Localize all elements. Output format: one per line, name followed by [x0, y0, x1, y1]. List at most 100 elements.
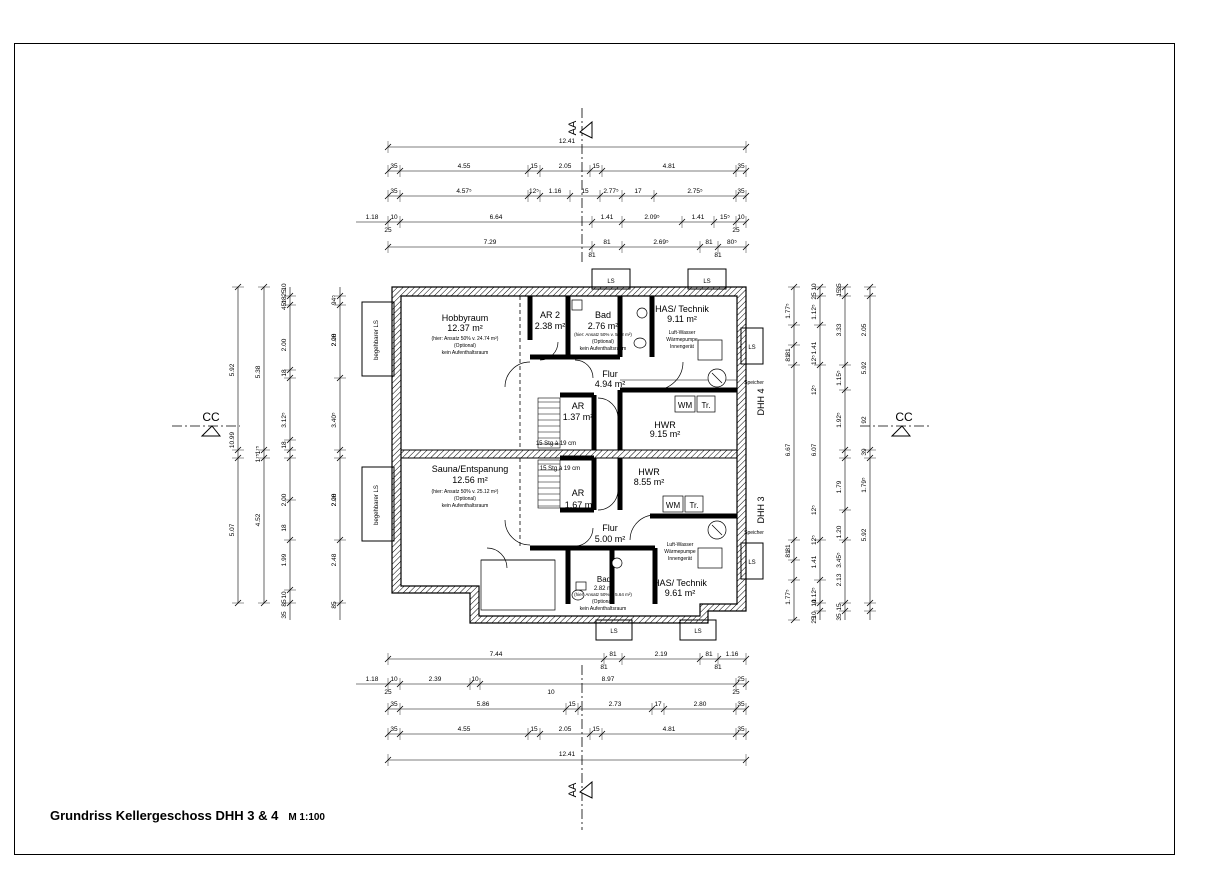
dimension-label: 4.55: [458, 163, 471, 170]
dimension-label: 2.80: [694, 701, 707, 708]
dimension-label: 25: [732, 689, 740, 696]
dimension-label: 1.16: [549, 188, 562, 195]
svg-text:AR: AR: [572, 488, 585, 498]
fixtures: [571, 299, 741, 601]
room-hwr-dhh3: HWR 8.55 m²: [634, 467, 665, 487]
ls-label: LS: [694, 629, 701, 635]
dimension-label: 2.75⁵: [687, 188, 703, 195]
dimension-label: 1.79⁵: [861, 477, 868, 493]
svg-text:CC: CC: [895, 410, 913, 424]
dimension-label: 6.07: [811, 443, 818, 456]
dryer-label: Tr.: [689, 501, 698, 510]
dimension-label: 5.38: [255, 365, 262, 378]
storage-label: Speicher: [744, 530, 764, 536]
svg-text:2.82 m²: 2.82 m²: [594, 586, 614, 592]
svg-text:(Optional): (Optional): [592, 339, 614, 345]
room-flur-dhh4: Flur 4.94 m²: [595, 369, 626, 389]
dimension-label: 7.29: [484, 239, 497, 246]
dimension-label: 1.15⁵: [836, 370, 843, 386]
dimension-label: 81: [785, 354, 792, 362]
dimension-label: 85: [281, 599, 288, 607]
dimension-label: 4.57⁵: [456, 188, 472, 195]
dimension-label: 25: [732, 227, 740, 234]
dimension-label: 45⁵: [281, 300, 288, 310]
dimension-label: 35: [737, 188, 745, 195]
svg-text:AA: AA: [567, 782, 579, 797]
washing-machine-icon: [674, 395, 696, 413]
svg-text:(Optional): (Optional): [454, 496, 476, 502]
dimension-label: 1.41: [811, 341, 818, 354]
svg-text:(Optional): (Optional): [592, 599, 614, 605]
dimension-label: 12⁵: [811, 355, 818, 365]
dimension-label: 7.44: [490, 651, 503, 658]
plan-scale: M 1:100: [288, 812, 325, 823]
wm-label: WM: [666, 501, 681, 510]
room-bad-dhh3: Bad 2.82 m² (hier: Ansatz 50% v. 5.64 m²…: [574, 575, 632, 612]
washing-machine-icon: [662, 495, 684, 513]
room-flur-dhh3: Flur 5.00 m²: [595, 523, 626, 544]
dimension-label: 2.05: [559, 726, 572, 733]
dimension-label: 81: [588, 252, 596, 259]
dimension-label: 2.73: [609, 701, 622, 708]
dimension-label: 2.19: [655, 651, 668, 658]
dimension-label: 1.99: [281, 553, 288, 566]
svg-text:Hobbyraum: Hobbyraum: [442, 313, 489, 323]
room-ar2: AR 2 2.38 m²: [535, 310, 566, 331]
svg-text:1.37 m²: 1.37 m²: [563, 412, 594, 422]
dimension-label: 4.55: [458, 726, 471, 733]
wm-label: WM: [678, 401, 693, 410]
drawing-frame: [14, 43, 1175, 855]
light-shafts: [361, 268, 764, 641]
dimension-label: 2.00: [281, 493, 288, 506]
dimension-label: 18: [281, 369, 288, 377]
dimension-label: 35: [390, 701, 398, 708]
dimension-label: 12⁵: [811, 535, 818, 545]
svg-text:Innengerät: Innengerät: [670, 344, 695, 350]
dimension-label: 18: [281, 296, 288, 304]
dimension-label: 1.79: [836, 480, 843, 493]
svg-text:(hier: Ansatz 50% v. 25.12 m²): (hier: Ansatz 50% v. 25.12 m²): [432, 489, 499, 495]
dimension-label: 3.45⁵: [836, 552, 843, 568]
dimension-label: 1.18: [366, 214, 379, 221]
room-sauna: Sauna/Entspanung 12.56 m² (hier: Ansatz …: [432, 464, 509, 509]
dimension-label: 10: [737, 214, 745, 221]
dimension-label: 81: [785, 348, 792, 356]
svg-text:Wärmepumpe: Wärmepumpe: [666, 337, 698, 343]
dimension-label: 35: [836, 283, 843, 291]
svg-text:HAS/ Technik: HAS/ Technik: [653, 578, 707, 588]
svg-text:5.00 m²: 5.00 m²: [595, 534, 626, 544]
heat-pump-unit: [697, 547, 723, 569]
dimension-label: 25: [811, 616, 818, 624]
svg-text:9.61 m²: 9.61 m²: [665, 588, 696, 598]
svg-text:AA: AA: [567, 120, 579, 135]
dimension-label: 81: [785, 550, 792, 558]
dimension-label: 8.97: [602, 676, 615, 683]
dryer-icon: [684, 495, 704, 513]
dimension-label: 15: [530, 163, 538, 170]
dimension-label: 25: [811, 292, 818, 300]
svg-text:HWR: HWR: [654, 420, 676, 430]
dimension-label: 12⁵: [811, 505, 818, 515]
svg-text:2.76 m²: 2.76 m²: [588, 321, 619, 331]
svg-text:Wärmepumpe: Wärmepumpe: [664, 549, 696, 555]
sink-icon: [575, 581, 587, 591]
svg-text:AR 2: AR 2: [540, 310, 560, 320]
dimension-label: 2.09⁵: [644, 214, 660, 221]
dimension-label: 15: [592, 163, 600, 170]
dimension-label: 80⁵: [727, 239, 737, 246]
dimension-label: 10: [281, 283, 288, 291]
dimension-label: 1.77⁵: [785, 303, 792, 319]
dimension-label: 3.40⁵: [331, 412, 338, 428]
svg-text:kein Aufenthaltsraum: kein Aufenthaltsraum: [442, 350, 489, 356]
svg-text:(hier: Ansatz 50% v. 5.52 m²): (hier: Ansatz 50% v. 5.52 m²): [574, 332, 632, 337]
room-hwr-dhh4: HWR 9.15 m²: [650, 420, 681, 439]
drain-icon: [611, 557, 623, 569]
svg-text:Flur: Flur: [602, 369, 618, 379]
svg-text:Sauna/Entspanung: Sauna/Entspanung: [432, 464, 509, 474]
svg-text:12.37 m²: 12.37 m²: [447, 323, 483, 333]
dimension-label: 10: [390, 214, 398, 221]
svg-text:9.15 m²: 9.15 m²: [650, 429, 681, 439]
dimension-label: 3.12⁵: [281, 412, 288, 428]
svg-text:kein Aufenthaltsraum: kein Aufenthaltsraum: [442, 503, 489, 509]
dimension-label: 2.39: [429, 676, 442, 683]
